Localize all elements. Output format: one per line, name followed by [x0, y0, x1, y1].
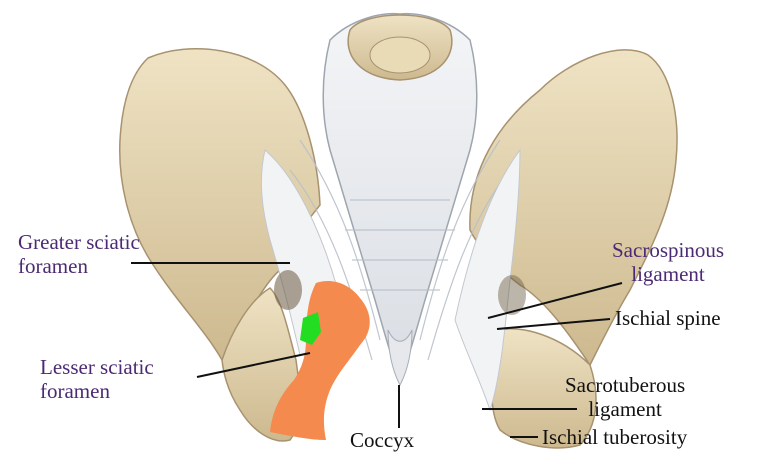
label-lesser-sciatic-foramen: Lesser sciatic foramen [40, 355, 154, 403]
label-sacrotuberous-line2: ligament [565, 397, 685, 421]
greater-sciatic-foramen-shape [274, 270, 302, 310]
label-greater-sciatic-foramen: Greater sciatic foramen [18, 230, 140, 278]
label-lesser-sciatic-line1: Lesser sciatic [40, 355, 154, 379]
label-ischial-spine: Ischial spine [615, 306, 721, 330]
label-sacrospinous-ligament: Sacrospinous ligament [612, 238, 724, 286]
label-sacrospinous-line1: Sacrospinous [612, 238, 724, 262]
label-greater-sciatic-line1: Greater sciatic [18, 230, 140, 254]
label-lesser-sciatic-line2: foramen [40, 379, 154, 403]
label-sacrospinous-line2: ligament [612, 262, 724, 286]
label-ischial-tuberosity: Ischial tuberosity [542, 425, 687, 449]
label-coccyx: Coccyx [350, 428, 414, 452]
label-sacrotuberous-ligament: Sacrotuberous ligament [565, 373, 685, 421]
label-sacrotuberous-line1: Sacrotuberous [565, 373, 685, 397]
vertebral-body [370, 37, 430, 73]
label-greater-sciatic-line2: foramen [18, 254, 140, 278]
